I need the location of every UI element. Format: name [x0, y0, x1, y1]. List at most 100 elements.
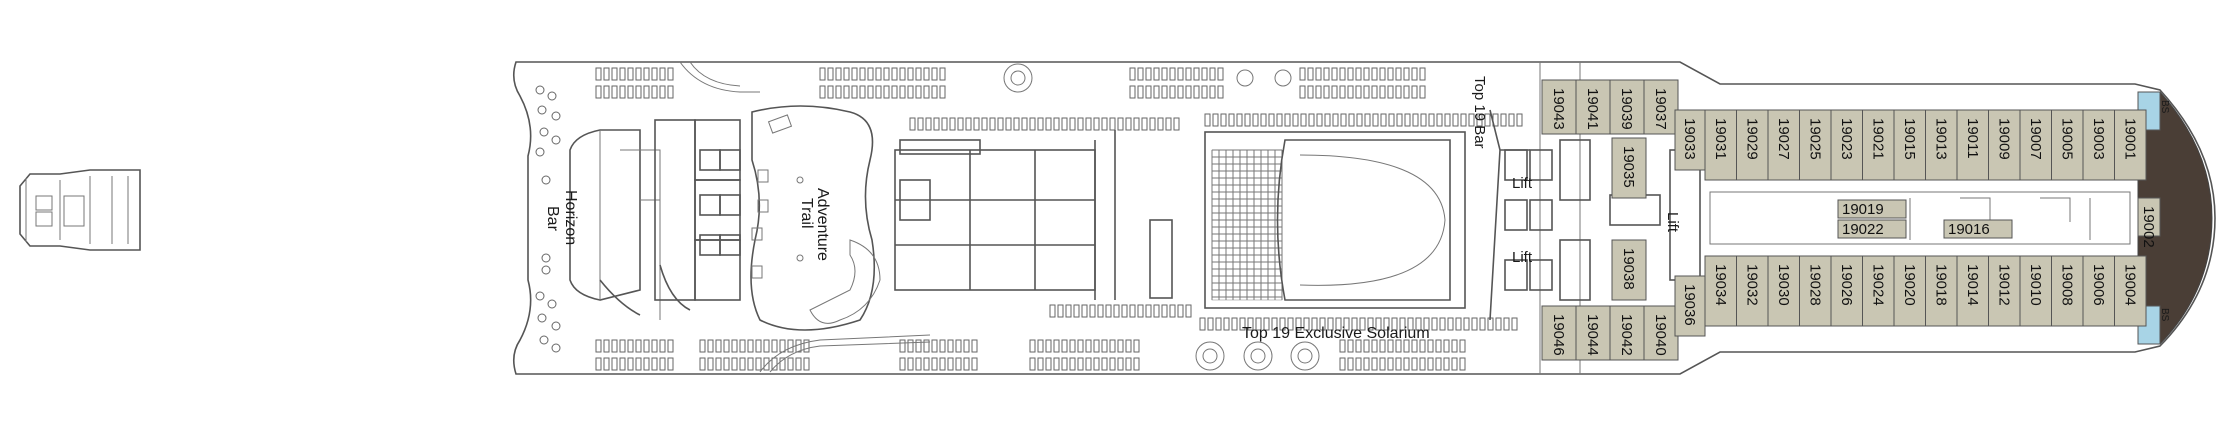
cabin-number: 19042 [1618, 314, 1635, 356]
sun-lounger [1403, 339, 1410, 353]
sun-lounger [1093, 117, 1100, 131]
cabin-19046[interactable]: 19046 [1541, 305, 1577, 361]
cabin-19042[interactable]: 19042 [1609, 305, 1645, 361]
sun-loungers [595, 67, 1523, 371]
cabin-19019[interactable]: 19019 [1837, 199, 1907, 219]
sun-lounger [1029, 117, 1036, 131]
cabin-19005[interactable]: 19005 [2051, 109, 2084, 181]
cabin-19030[interactable]: 19030 [1767, 255, 1800, 327]
cabin-19027[interactable]: 19027 [1767, 109, 1800, 181]
cabin-19033[interactable]: 19033 [1674, 109, 1706, 171]
adventure-trail-label-2: Trail [798, 198, 815, 229]
sun-lounger [1460, 113, 1467, 127]
cabin-19008[interactable]: 19008 [2051, 255, 2084, 327]
cabin-19018[interactable]: 19018 [1925, 255, 1958, 327]
sun-lounger [651, 67, 658, 81]
cabin-19015[interactable]: 19015 [1893, 109, 1926, 181]
cabin-19025[interactable]: 19025 [1799, 109, 1832, 181]
cabin-number: 19026 [1838, 264, 1855, 306]
sun-lounger [771, 339, 778, 353]
sun-lounger [1363, 67, 1370, 81]
cabin-19006[interactable]: 19006 [2082, 255, 2115, 327]
sun-lounger [1239, 317, 1246, 331]
sun-lounger [1371, 67, 1378, 81]
cabin-19007[interactable]: 19007 [2019, 109, 2052, 181]
cabin-19021[interactable]: 19021 [1862, 109, 1895, 181]
sun-lounger [1045, 339, 1052, 353]
cabin-19013[interactable]: 19013 [1925, 109, 1958, 181]
sun-lounger [1308, 113, 1315, 127]
cabin-19044[interactable]: 19044 [1575, 305, 1611, 361]
cabin-19020[interactable]: 19020 [1893, 255, 1926, 327]
cabin-19034[interactable]: 19034 [1704, 255, 1737, 327]
cabin-19041[interactable]: 19041 [1575, 79, 1611, 135]
adventure-trail-area [750, 105, 876, 331]
cabin-number: 19043 [1550, 88, 1567, 130]
cabin-19036[interactable]: 19036 [1674, 275, 1706, 337]
cabin-box [1541, 305, 1577, 361]
cabin-19016[interactable]: 19016 [1943, 219, 2013, 239]
sun-lounger [1347, 67, 1354, 81]
cabin-19004[interactable]: 19004 [2114, 255, 2147, 327]
sun-lounger [611, 67, 618, 81]
cabin-number: 19025 [1806, 118, 1823, 160]
cabin-19011[interactable]: 19011 [1956, 109, 1989, 181]
sun-lounger [1420, 113, 1427, 127]
sun-lounger [1093, 339, 1100, 353]
cabin-19002[interactable]: 19002 [2137, 197, 2161, 248]
sun-lounger [755, 339, 762, 353]
sun-lounger [1315, 67, 1322, 81]
sun-lounger [1153, 85, 1160, 99]
cabin-box [1674, 109, 1706, 171]
cabin-19024[interactable]: 19024 [1862, 255, 1895, 327]
sun-lounger [909, 117, 916, 131]
sun-lounger [1209, 85, 1216, 99]
sun-lounger [1395, 357, 1402, 371]
cabin-19038[interactable]: 19038 [1611, 239, 1647, 301]
cabin-19039[interactable]: 19039 [1609, 79, 1645, 135]
cabin-box [2137, 197, 2161, 237]
cabin-box [1767, 255, 1800, 327]
sun-lounger [843, 67, 850, 81]
cabin-19001[interactable]: 19001 [2114, 109, 2147, 181]
sun-lounger [1169, 304, 1176, 318]
sun-lounger [715, 339, 722, 353]
cabin-19037[interactable]: 19037 [1643, 79, 1679, 135]
cabin-19028[interactable]: 19028 [1799, 255, 1832, 327]
cabin-number: 19033 [1681, 118, 1698, 160]
cabin-19029[interactable]: 19029 [1736, 109, 1769, 181]
sun-lounger [1228, 113, 1235, 127]
cabin-19032[interactable]: 19032 [1736, 255, 1769, 327]
cabin-19010[interactable]: 19010 [2019, 255, 2052, 327]
sun-lounger [1387, 67, 1394, 81]
cabin-19014[interactable]: 19014 [1956, 255, 1989, 327]
cabin-19031[interactable]: 19031 [1704, 109, 1737, 181]
cabin-19009[interactable]: 19009 [1988, 109, 2021, 181]
sun-lounger [1451, 339, 1458, 353]
sun-lounger [747, 357, 754, 371]
cabin-19012[interactable]: 19012 [1988, 255, 2021, 327]
cabin-19040[interactable]: 19040 [1643, 305, 1679, 361]
cabin-19026[interactable]: 19026 [1830, 255, 1863, 327]
sun-lounger [1252, 113, 1259, 127]
cabin-box [1837, 199, 1907, 219]
sun-lounger [1117, 357, 1124, 371]
sun-lounger [1279, 317, 1286, 331]
lift-label-aft: Lift [1664, 212, 1681, 233]
sun-lounger [1101, 357, 1108, 371]
cabin-19035[interactable]: 19035 [1611, 137, 1647, 199]
sun-lounger [627, 67, 634, 81]
sun-lounger [1403, 67, 1410, 81]
cabin-19003[interactable]: 19003 [2082, 109, 2115, 181]
sun-lounger [925, 117, 932, 131]
cabin-19022[interactable]: 19022 [1837, 219, 1907, 239]
cabin-19043[interactable]: 19043 [1541, 79, 1577, 135]
sun-lounger [1339, 85, 1346, 99]
sun-lounger [651, 85, 658, 99]
sun-lounger [1327, 317, 1334, 331]
cabin-19023[interactable]: 19023 [1830, 109, 1863, 181]
cabin-box [1893, 255, 1926, 327]
sun-lounger [827, 85, 834, 99]
sun-lounger [1223, 317, 1230, 331]
cabin-number: 19030 [1775, 264, 1792, 306]
